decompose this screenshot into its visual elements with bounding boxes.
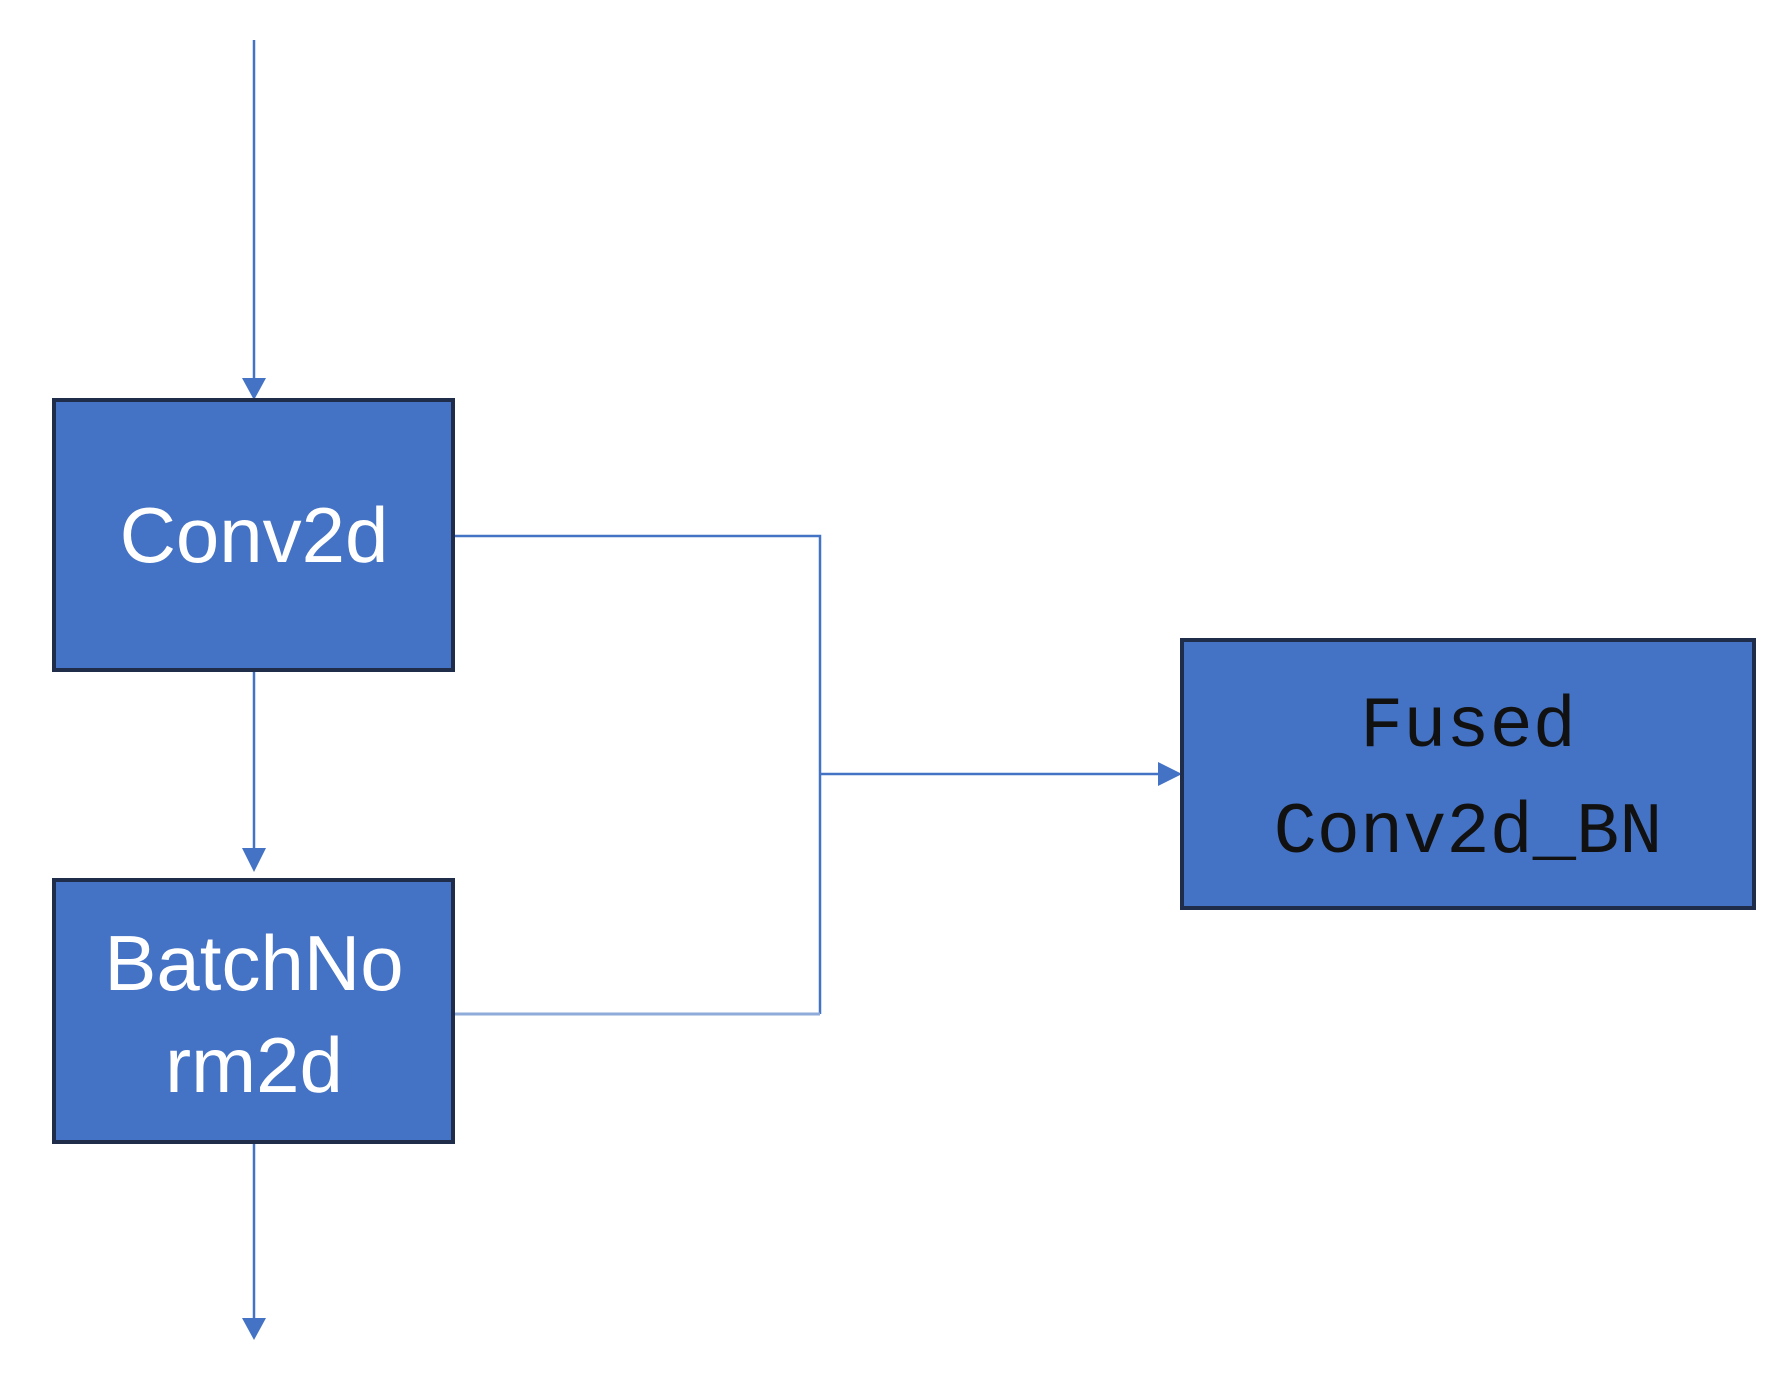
node-batchnorm2d: BatchNo rm2d (52, 878, 455, 1144)
batchnorm2d-box (52, 878, 455, 1144)
output-arrowhead (242, 1318, 266, 1340)
batchnorm2d-label-line1: BatchNo (104, 919, 403, 1007)
input-arrowhead (242, 378, 266, 400)
conv2d-label: Conv2d (120, 491, 389, 579)
node-fused-conv2d-bn: Fused Conv2d_BN (1180, 638, 1756, 910)
fused-label-line2: Conv2d_BN (1274, 792, 1663, 874)
merge-to-fused-arrowhead (1158, 762, 1182, 786)
fused-label-line1: Fused (1360, 686, 1576, 768)
conv-to-bn-arrowhead (242, 848, 266, 872)
conv-to-merge-line (453, 534, 822, 1014)
conv2d-box (52, 398, 455, 672)
connectors (242, 40, 1182, 1340)
node-conv2d: Conv2d (52, 398, 455, 672)
fused-box (1180, 638, 1756, 910)
batchnorm2d-label-line2: rm2d (165, 1021, 343, 1109)
